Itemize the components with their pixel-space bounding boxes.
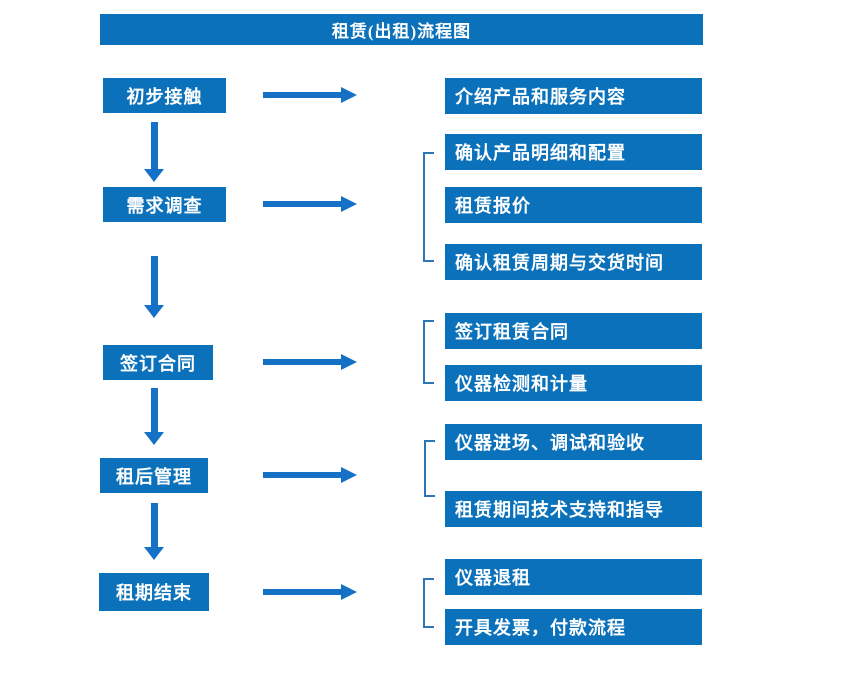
detail-box: 仪器检测和计量 — [445, 365, 702, 401]
detail-box: 仪器进场、调试和验收 — [445, 424, 702, 460]
arrow-right-icon — [263, 87, 357, 103]
arrow-down-icon — [144, 122, 165, 182]
bracket-connector — [423, 578, 434, 628]
detail-box: 租赁期间技术支持和指导 — [445, 491, 702, 527]
step-initial-contact: 初步接触 — [103, 78, 226, 113]
arrow-down-icon — [144, 388, 165, 445]
step-sign-contract: 签订合同 — [103, 345, 213, 380]
detail-box: 租赁报价 — [445, 187, 702, 223]
detail-box: 开具发票，付款流程 — [445, 609, 702, 645]
detail-box: 签订租赁合同 — [445, 313, 702, 349]
arrow-right-icon — [263, 467, 357, 483]
flowchart-title: 租赁(出租)流程图 — [100, 14, 703, 45]
arrow-down-icon — [144, 503, 165, 560]
bracket-connector — [423, 152, 434, 262]
arrow-down-icon — [144, 256, 165, 318]
bracket-connector — [424, 440, 435, 497]
step-lease-end: 租期结束 — [99, 573, 209, 611]
detail-box: 介绍产品和服务内容 — [445, 78, 702, 114]
detail-box: 确认产品明细和配置 — [445, 134, 702, 170]
arrow-right-icon — [263, 354, 357, 370]
arrow-right-icon — [263, 196, 357, 212]
step-post-rental-management: 租后管理 — [100, 458, 208, 493]
step-demand-survey: 需求调查 — [103, 187, 226, 222]
detail-box: 确认租赁周期与交货时间 — [445, 244, 702, 280]
bracket-connector — [423, 320, 434, 384]
detail-box: 仪器退租 — [445, 559, 702, 595]
arrow-right-icon — [263, 584, 357, 600]
